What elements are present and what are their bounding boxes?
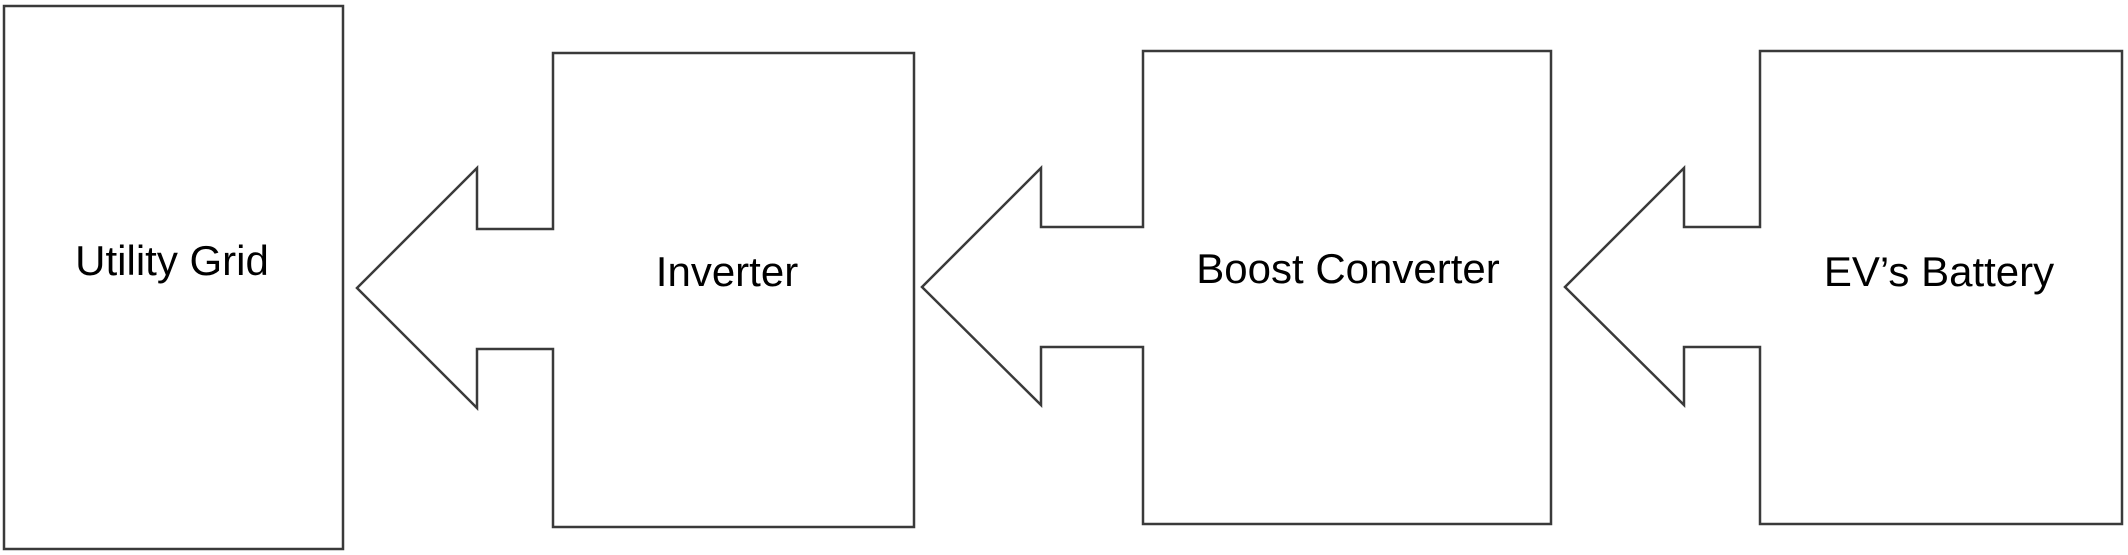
- inverter-arrow-box: [355, 51, 916, 529]
- inverter-block: Inverter: [355, 51, 916, 529]
- ev-battery-block: EV’s Battery: [1563, 49, 2124, 526]
- utility-grid-block: Utility Grid: [2, 4, 345, 551]
- ev-battery-label: EV’s Battery: [1824, 248, 2054, 295]
- ev-battery-arrow-box: [1563, 49, 2124, 526]
- boost-converter-arrow-box: [920, 49, 1553, 526]
- utility-grid-box: [2, 4, 345, 551]
- boost-converter-label: Boost Converter: [1196, 245, 1499, 292]
- boost-converter-block: Boost Converter: [920, 49, 1553, 526]
- utility-grid-label: Utility Grid: [75, 237, 269, 284]
- inverter-label: Inverter: [656, 248, 798, 295]
